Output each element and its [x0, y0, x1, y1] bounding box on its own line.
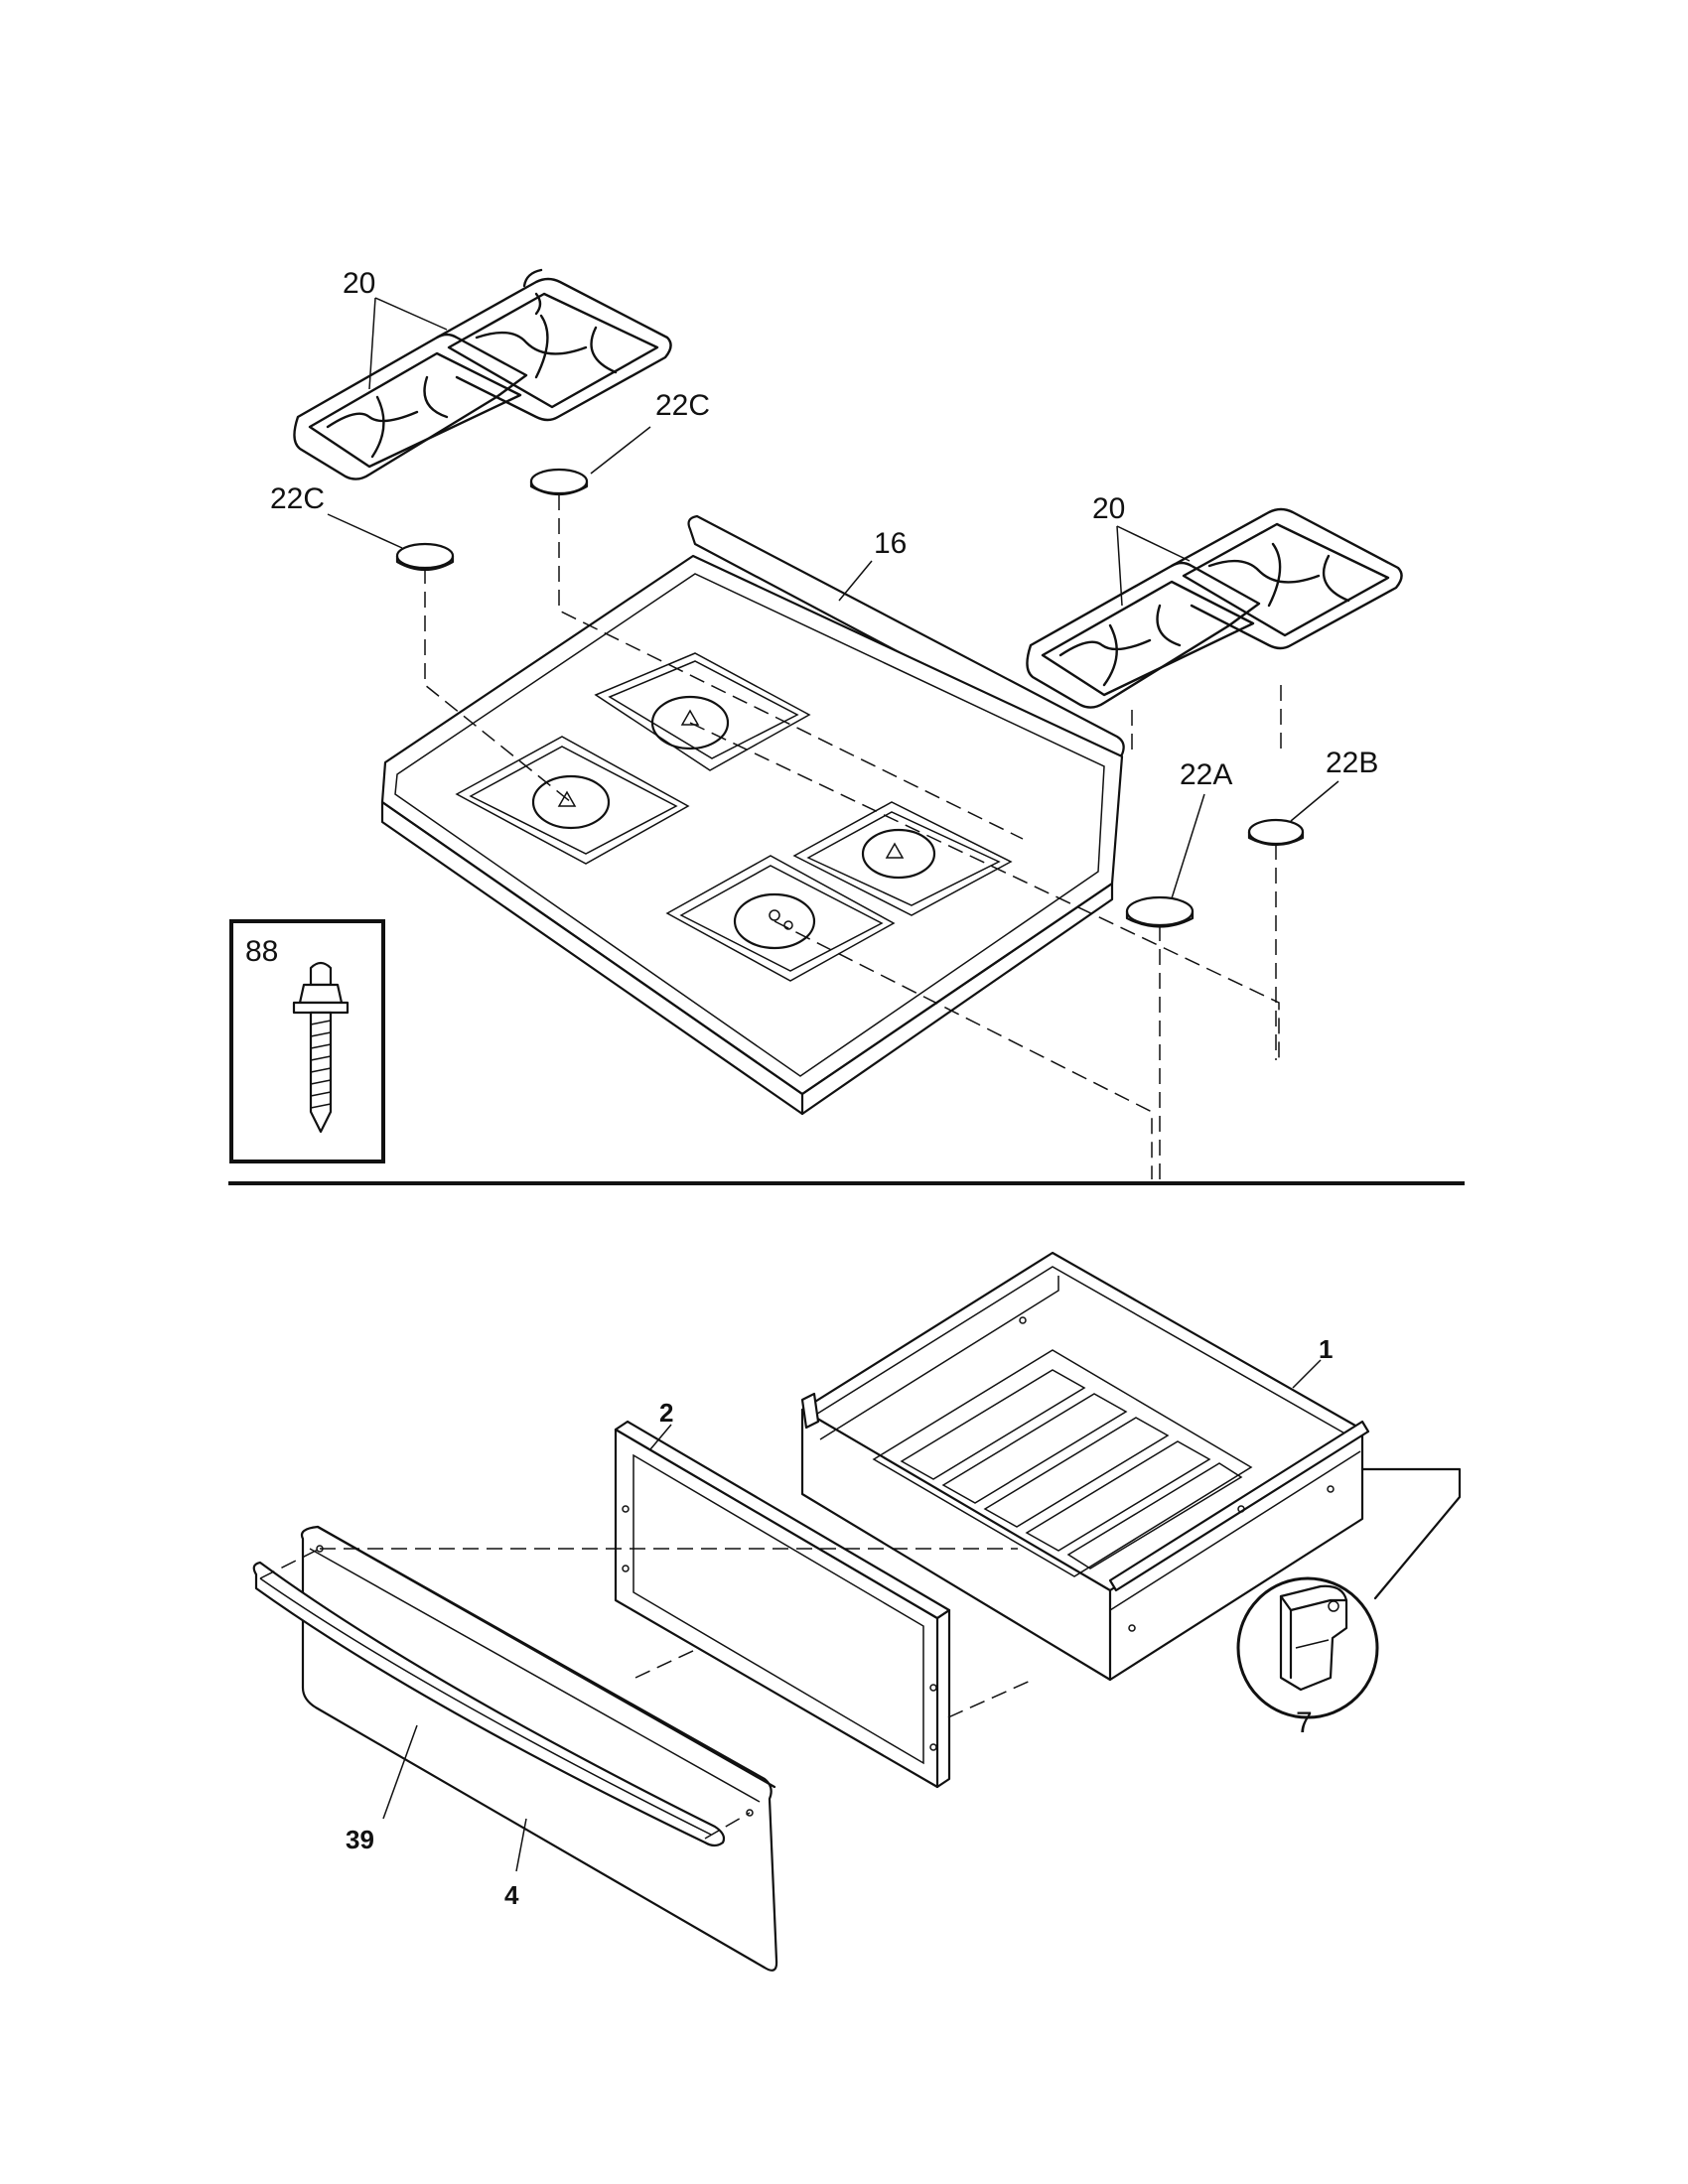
section-divider — [228, 1181, 1465, 1185]
burner-cap-22c-lower — [395, 542, 455, 572]
callout-4: 4 — [504, 1880, 519, 1910]
callout-1: 1 — [1319, 1334, 1333, 1364]
callout-22c-lower: 22C — [270, 482, 325, 515]
callout-22b: 22B — [1326, 747, 1378, 779]
grate-left — [293, 268, 672, 480]
leader-lines-bottom — [382, 1359, 1322, 1872]
assembly-lines-top — [424, 494, 1282, 1179]
callout-16: 16 — [874, 527, 907, 560]
leader-lines-top — [327, 297, 1339, 899]
callout-88: 88 — [245, 935, 278, 968]
cooktop-panel — [380, 514, 1125, 1116]
callout-7: 7 — [1296, 1706, 1313, 1739]
burner-cap-22b — [1247, 818, 1305, 847]
callout-2: 2 — [659, 1398, 673, 1428]
assembly-lines-bottom — [259, 1548, 1034, 1840]
drawer-frame — [614, 1420, 951, 1789]
callout-39: 39 — [346, 1825, 374, 1854]
burner-cap-22c-upper — [529, 468, 589, 496]
drawer-handle — [252, 1561, 726, 1847]
clip-inset: 7 — [1236, 1467, 1462, 1739]
callout-22c-upper: 22C — [655, 389, 710, 422]
screw-icon — [292, 961, 350, 1134]
cooktop-assembly: 20 22C 22C 16 20 22A 22B — [270, 267, 1403, 1179]
grate-right — [1026, 507, 1403, 709]
clip-icon — [1279, 1584, 1348, 1692]
callout-20-left: 20 — [343, 267, 375, 300]
screw-inset: 88 — [229, 919, 385, 1163]
drawer-assembly: 7 1 2 39 4 — [252, 1251, 1462, 1972]
callout-20-right: 20 — [1092, 492, 1125, 525]
burner-cap-22a — [1125, 895, 1195, 928]
drawer-body — [800, 1251, 1370, 1682]
callout-22a: 22A — [1180, 758, 1232, 791]
